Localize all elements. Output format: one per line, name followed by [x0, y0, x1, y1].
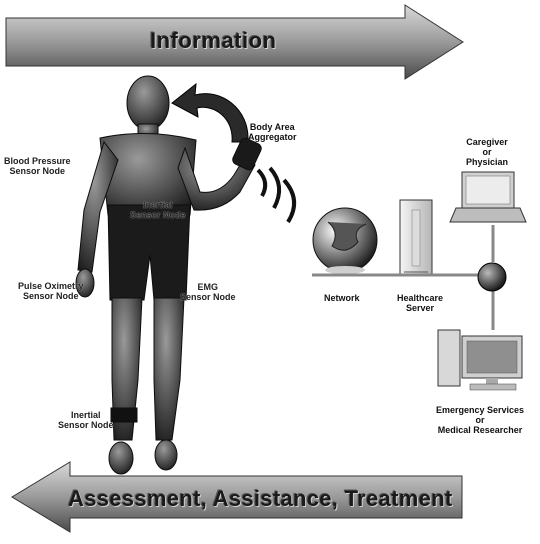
label-line: Sensor Node [130, 210, 186, 220]
aggregator-curved-arrow [172, 84, 248, 142]
blood-pressure-sensor-label: Blood Pressure Sensor Node [4, 156, 71, 176]
healthcare-server [400, 200, 432, 276]
label-line: Body Area [248, 122, 297, 132]
label-line: Network [324, 293, 360, 303]
label-line: Medical Researcher [436, 425, 524, 435]
wireless-waves [258, 168, 294, 222]
network-label: Network [324, 293, 360, 303]
emergency-services-label: Emergency Services or Medical Researcher [436, 405, 524, 435]
label-line: Physician [466, 157, 508, 167]
label-line: Sensor Node [180, 292, 236, 302]
inertial-sensor-lower-label: Inertial Sensor Node [58, 410, 114, 430]
label-line: Server [397, 303, 443, 313]
pulse-oximetry-sensor-label: Pulse Oximetry Sensor Node [18, 281, 84, 301]
top-arrow-label: Information [150, 28, 277, 54]
label-line: Pulse Oximetry [18, 281, 84, 291]
label-line: or [466, 147, 508, 157]
label-line: Healthcare [397, 293, 443, 303]
label-line: Aggregator [248, 132, 297, 142]
label-line: Sensor Node [18, 291, 84, 301]
label-line: Sensor Node [58, 420, 114, 430]
desktop-computer [438, 330, 522, 390]
body-area-aggregator-label: Body Area Aggregator [248, 122, 297, 142]
label-line: Blood Pressure [4, 156, 71, 166]
label-line: or [436, 415, 524, 425]
network-hub [478, 263, 506, 291]
network-globe [313, 208, 377, 274]
label-line: Inertial [130, 200, 186, 210]
label-line: Inertial [58, 410, 114, 420]
label-line: EMG [180, 282, 236, 292]
label-line: Caregiver [466, 137, 508, 147]
emg-sensor-label: EMG Sensor Node [180, 282, 236, 302]
label-line: Sensor Node [4, 166, 71, 176]
caregiver-label: Caregiver or Physician [466, 137, 508, 167]
inertial-sensor-upper-label: Inertial Sensor Node [130, 200, 186, 220]
bottom-arrow-label: Assessment, Assistance, Treatment [68, 486, 452, 512]
healthcare-server-label: Healthcare Server [397, 293, 443, 313]
label-line: Emergency Services [436, 405, 524, 415]
laptop [450, 172, 526, 222]
